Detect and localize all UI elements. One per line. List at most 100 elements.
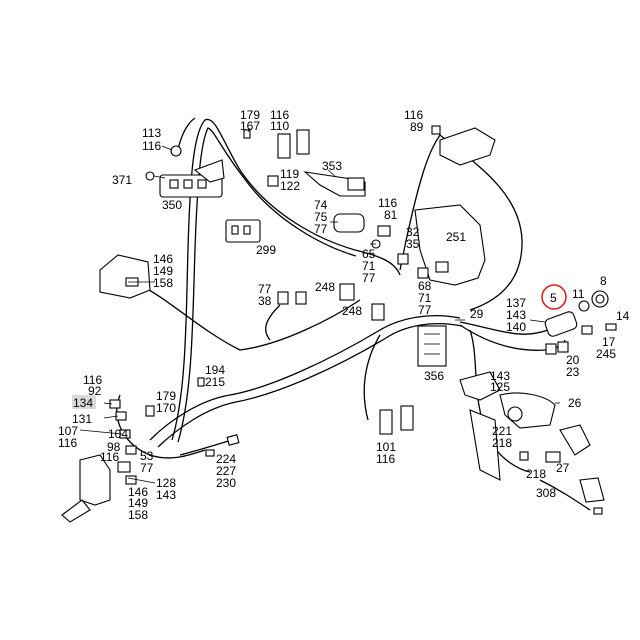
label-134: 134 [73,396,93,410]
harness-wire-right-arc [399,134,523,311]
label-35: 35 [406,237,420,251]
bracket-350 [159,159,225,198]
label-92: 92 [88,384,102,398]
label-356: 356 [424,369,444,383]
callout-labels: 113 116 371 350 179 167 116 110 353 119 … [58,108,630,522]
plug-14 [605,323,617,331]
connector-17-245 [581,325,593,335]
harness-wire-lower-main [149,315,461,441]
label-137: 137 [506,296,526,310]
connector-77-38-a [277,291,289,305]
plug-308 [593,507,603,515]
label-26: 26 [568,396,582,410]
label-122: 122 [280,179,300,193]
label-11: 11 [572,287,585,301]
label-371: 371 [112,173,132,187]
label-14: 14 [616,309,630,323]
label-116: 116 [58,436,77,450]
label-116: 116 [376,452,395,466]
connector-20-23-a [545,343,557,355]
bulb-113 [170,145,182,157]
screw-371 [145,171,166,181]
label-38: 38 [258,294,272,308]
label-77: 77 [362,271,376,285]
label-248: 248 [342,304,362,318]
harness-wire-left-bulb [177,117,196,151]
label-71: 71 [362,259,376,273]
relay-116-110-b [296,129,310,155]
harness-wire-top-loop [171,118,401,441]
label-110: 110 [270,119,289,133]
connector-20-23-b [557,341,569,353]
connector-248-a [339,283,355,301]
harness-wire-to-77-38 [265,304,281,341]
label-179: 179 [240,108,260,122]
label-251: 251 [446,230,466,244]
label-101: 101 [376,440,396,454]
connector-77-38-b [295,291,307,305]
label-170: 170 [156,401,176,415]
label-65: 65 [362,247,376,261]
label-23: 23 [566,365,580,379]
housing-251 [414,204,486,286]
label-149: 149 [128,496,148,510]
label-149: 149 [153,264,173,278]
connector-119-122 [267,175,279,187]
label-230: 230 [216,476,236,490]
label-53: 53 [140,449,154,463]
label-75: 75 [314,210,328,224]
label-116: 116 [404,108,423,122]
label-89: 89 [410,120,424,134]
label-77: 77 [140,461,154,475]
label-119: 119 [280,167,299,181]
harness-wire-to-308 [539,479,591,511]
connector-116-81 [377,225,391,237]
label-248: 248 [315,280,335,294]
connector-218-27 [545,451,561,463]
plug-224-227-230-a [226,434,240,446]
label-116: 116 [378,196,397,210]
label-8: 8 [600,274,607,288]
label-116: 116 [100,450,119,464]
label-158: 158 [128,508,148,522]
label-116: 116 [270,108,289,122]
label-77: 77 [258,282,272,296]
label-224: 224 [216,452,236,466]
switch-116-89 [431,125,496,166]
label-104: 104 [108,427,128,441]
label-350: 350 [162,198,182,212]
label-27: 27 [556,461,570,475]
parts [61,125,617,523]
label-353: 353 [322,159,342,173]
plug-224-227-230-b [205,449,215,457]
block-299 [225,219,261,243]
label-125: 125 [490,380,510,394]
label-146: 146 [153,252,173,266]
connector-194-215 [197,377,205,387]
label-245: 245 [596,347,616,361]
label-140: 140 [506,320,526,334]
label-68: 68 [418,279,432,293]
pedal-assembly [459,371,605,503]
label-74: 74 [314,198,328,212]
label-215: 215 [205,375,225,389]
label-17: 17 [602,335,616,349]
label-134-highlight [72,395,96,409]
switch-353 [303,171,366,197]
label-116: 116 [142,139,161,153]
label-32: 32 [406,225,420,239]
label-146: 146 [128,485,148,499]
harness-wire-lower-main-b [157,323,463,448]
harness-wire-to-146 [139,284,361,351]
label-77: 77 [418,303,432,317]
harness-wire-top-loop-inner [177,127,357,443]
label-308: 308 [536,486,556,500]
label-77: 77 [314,222,328,236]
leader-lines [79,127,560,484]
relay-101-116-a [379,409,393,435]
label-143: 143 [506,308,526,322]
lamp-146-149-158 [99,254,151,299]
label-113: 113 [142,126,161,140]
bracket-lower-left [61,454,111,523]
